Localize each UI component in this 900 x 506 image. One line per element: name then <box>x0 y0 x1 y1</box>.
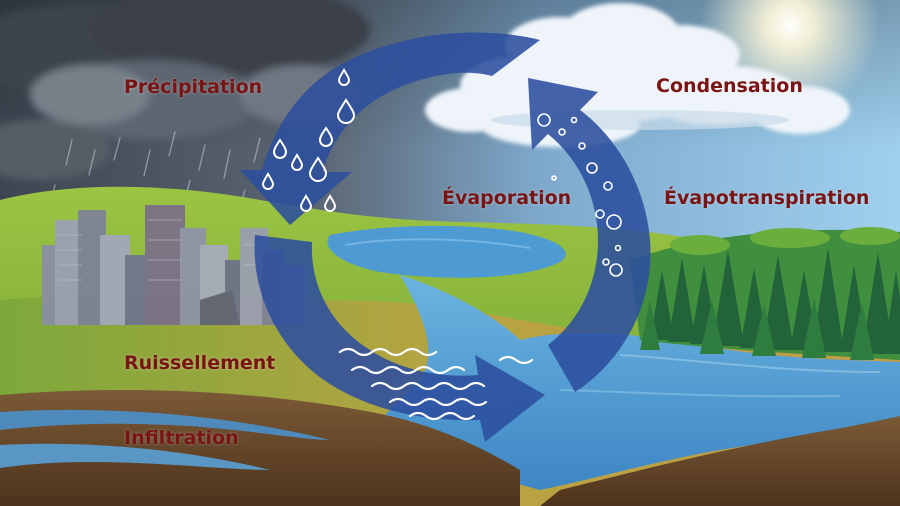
arrow-evaporation <box>528 78 651 392</box>
raindrop-icons <box>261 68 356 212</box>
label-infiltration: Infiltration <box>124 427 239 449</box>
arrow-runoff <box>254 235 545 442</box>
water-wave-icons <box>338 347 534 421</box>
label-condensation: Condensation <box>656 75 803 97</box>
river-water <box>360 275 900 490</box>
cycle-arrows <box>240 32 651 442</box>
arrow-precipitation <box>240 32 540 226</box>
label-evapotranspiration: Évapotranspiration <box>664 187 870 209</box>
label-ruissellement: Ruissellement <box>124 352 276 374</box>
label-precipitation: Précipitation <box>124 76 263 98</box>
lake <box>327 225 566 278</box>
vapor-bubble-icons <box>537 113 623 277</box>
condensation-clouds <box>425 3 850 147</box>
forest <box>630 227 900 360</box>
label-evaporation: Évaporation <box>442 187 572 209</box>
ground-layers <box>0 390 900 506</box>
city-skyline <box>42 205 305 325</box>
storm-clouds <box>0 0 370 180</box>
